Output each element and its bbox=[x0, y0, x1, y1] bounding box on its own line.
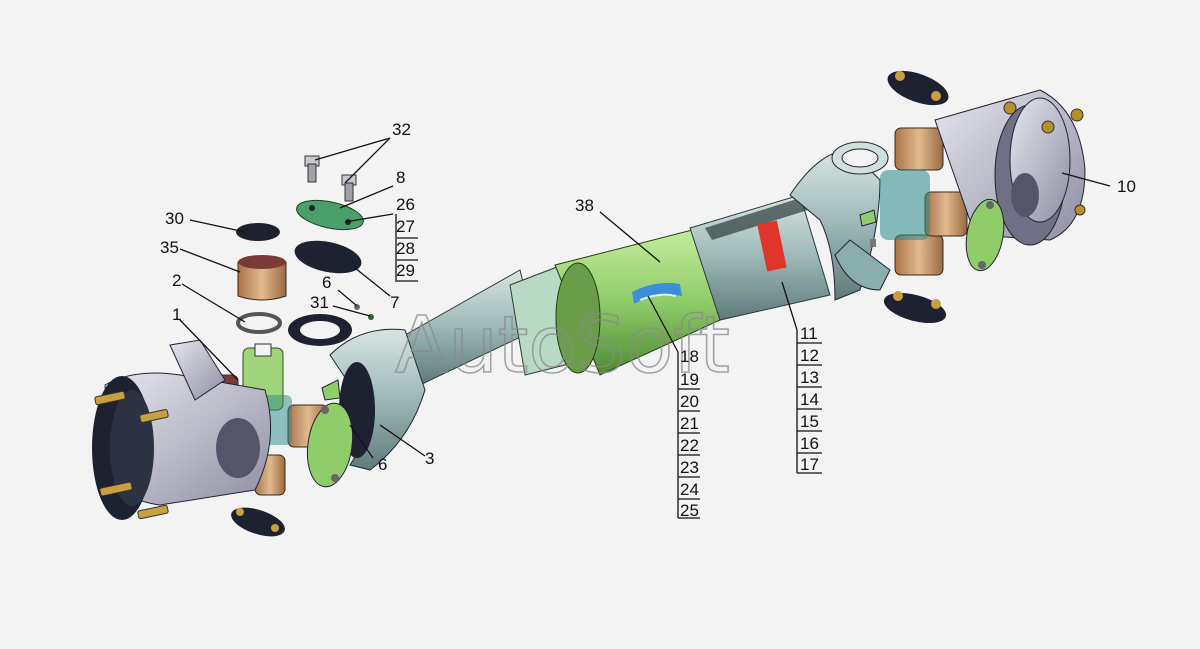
label-8: 8 bbox=[396, 168, 405, 187]
label-3: 3 bbox=[425, 449, 434, 468]
label-38: 38 bbox=[575, 196, 594, 215]
left-flange bbox=[92, 339, 272, 520]
right-yoke bbox=[789, 141, 891, 301]
label-12: 12 bbox=[800, 346, 819, 365]
label-6-bottom: 6 bbox=[378, 455, 387, 474]
balance-plate-red bbox=[757, 220, 787, 272]
label-27: 27 bbox=[396, 217, 415, 236]
label-18: 18 bbox=[680, 347, 699, 366]
label-21: 21 bbox=[680, 414, 699, 433]
label-32: 32 bbox=[392, 120, 411, 139]
label-16: 16 bbox=[800, 434, 819, 453]
label-23: 23 bbox=[680, 458, 699, 477]
label-20: 20 bbox=[680, 392, 699, 411]
label-25: 25 bbox=[680, 501, 699, 520]
label-1: 1 bbox=[172, 305, 181, 324]
label-29: 29 bbox=[396, 261, 415, 280]
label-30: 30 bbox=[165, 209, 184, 228]
label-31: 31 bbox=[310, 293, 329, 312]
label-22: 22 bbox=[680, 436, 699, 455]
leader-lines bbox=[179, 137, 1111, 519]
label-7: 7 bbox=[390, 293, 399, 312]
shaft-tube bbox=[404, 194, 831, 386]
label-11: 11 bbox=[800, 324, 818, 343]
label-26: 26 bbox=[396, 195, 415, 214]
right-cross-bearings bbox=[880, 127, 968, 276]
exploded-parts bbox=[236, 155, 877, 401]
right-lock-plates bbox=[883, 70, 1005, 324]
label-14: 14 bbox=[800, 390, 819, 409]
label-15: 15 bbox=[800, 412, 819, 431]
label-28: 28 bbox=[396, 239, 415, 258]
label-19: 19 bbox=[680, 370, 699, 389]
label-17: 17 bbox=[800, 455, 819, 474]
label-24: 24 bbox=[680, 480, 699, 499]
callout-labels: 32 8 26 27 28 29 30 35 2 1 6 31 7 6 3 38… bbox=[160, 120, 1136, 520]
left-yoke bbox=[288, 314, 426, 471]
right-flange bbox=[934, 89, 1086, 246]
label-13: 13 bbox=[800, 368, 819, 387]
flange-bolts bbox=[94, 390, 169, 520]
label-35: 35 bbox=[160, 238, 179, 257]
left-lock-plate bbox=[231, 402, 354, 537]
label-2: 2 bbox=[172, 271, 181, 290]
label-10: 10 bbox=[1117, 177, 1136, 196]
label-6-top: 6 bbox=[322, 273, 331, 292]
